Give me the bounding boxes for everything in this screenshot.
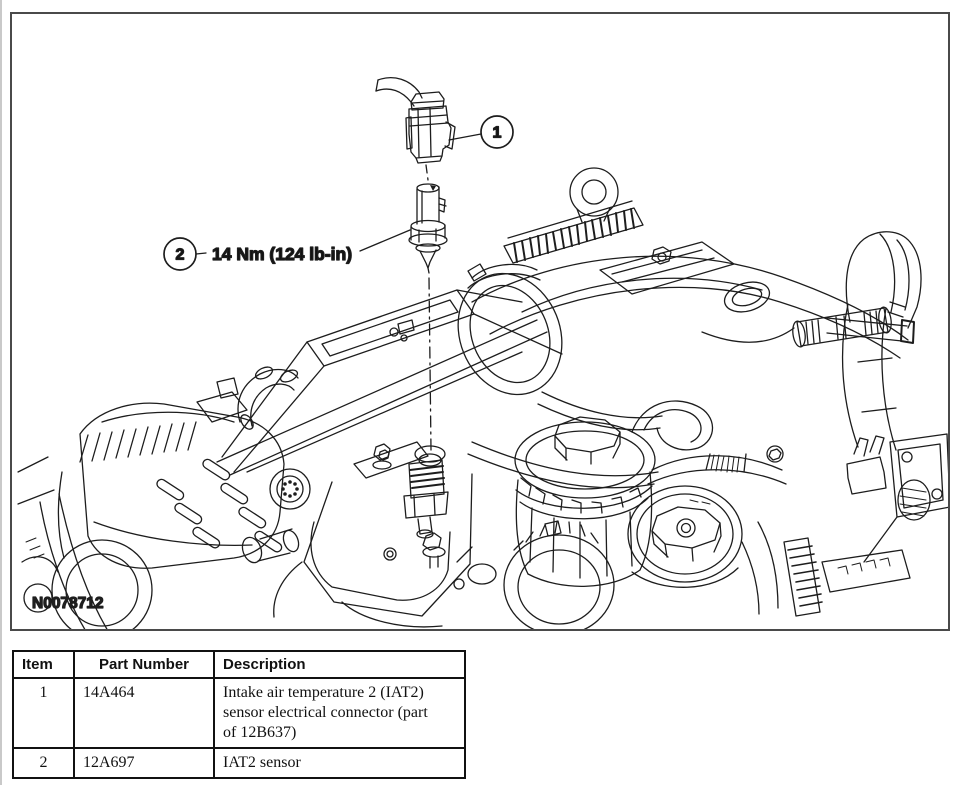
right-side-drawing bbox=[741, 231, 948, 617]
iat2-connector-drawing bbox=[405, 91, 456, 164]
table-row: 2 12A697 IAT2 sensor bbox=[12, 747, 466, 779]
description-cell: Intake air temperature 2 (IAT2) sensor e… bbox=[213, 677, 466, 749]
callout-2: 2 14 Nm (124 lb-in) bbox=[163, 229, 411, 271]
engine-block-drawing bbox=[273, 441, 473, 628]
page-edge-line bbox=[0, 0, 2, 785]
coolant-hose-drawing bbox=[631, 400, 787, 485]
description-cell: IAT2 sensor bbox=[213, 747, 466, 779]
intake-manifold-drawing bbox=[471, 167, 909, 359]
callout-2-number: 2 bbox=[176, 247, 185, 264]
iat2-sensor-drawing bbox=[408, 183, 448, 274]
item-cell: 2 bbox=[12, 747, 75, 779]
figure-frame: 1 2 14 Nm (124 lb-in) N0078712 bbox=[10, 12, 950, 631]
table-header-row: Item Part Number Description bbox=[12, 650, 466, 679]
valve-cover-rail-drawing bbox=[216, 289, 563, 476]
callout-1-number: 1 bbox=[493, 125, 502, 142]
col-header-part-number: Part Number bbox=[73, 650, 215, 679]
part-number-cell: 12A697 bbox=[73, 747, 215, 779]
connector-wire-drawing bbox=[375, 77, 423, 107]
callout-1: 1 bbox=[448, 115, 514, 149]
throttle-oval-drawing bbox=[457, 263, 663, 431]
part-number-cell: 14A464 bbox=[73, 677, 215, 749]
col-header-item: Item bbox=[12, 650, 75, 679]
col-header-description: Description bbox=[213, 650, 466, 679]
left-edge-misc-drawing bbox=[17, 456, 65, 613]
engine-diagram: 1 2 14 Nm (124 lb-in) N0078712 bbox=[17, 77, 948, 629]
table-row: 1 14A464 Intake air temperature 2 (IAT2)… bbox=[12, 677, 466, 749]
parts-table: Item Part Number Description 1 14A464 In… bbox=[12, 650, 466, 779]
damper-pulley-drawing bbox=[456, 441, 659, 629]
item-cell: 1 bbox=[12, 677, 75, 749]
description-text: IAT2 sensor bbox=[223, 754, 301, 771]
oil-cap-drawing bbox=[627, 485, 743, 588]
description-text: Intake air temperature 2 (IAT2) sensor e… bbox=[223, 684, 428, 741]
alternator-drawing bbox=[39, 377, 311, 629]
alignment-dash-upper bbox=[425, 164, 429, 181]
reservoir-drawing bbox=[514, 416, 656, 587]
torque-note: 14 Nm (124 lb-in) bbox=[212, 244, 352, 264]
alignment-dash-lower bbox=[428, 277, 432, 451]
figure-id-label: N0078712 bbox=[32, 595, 104, 612]
